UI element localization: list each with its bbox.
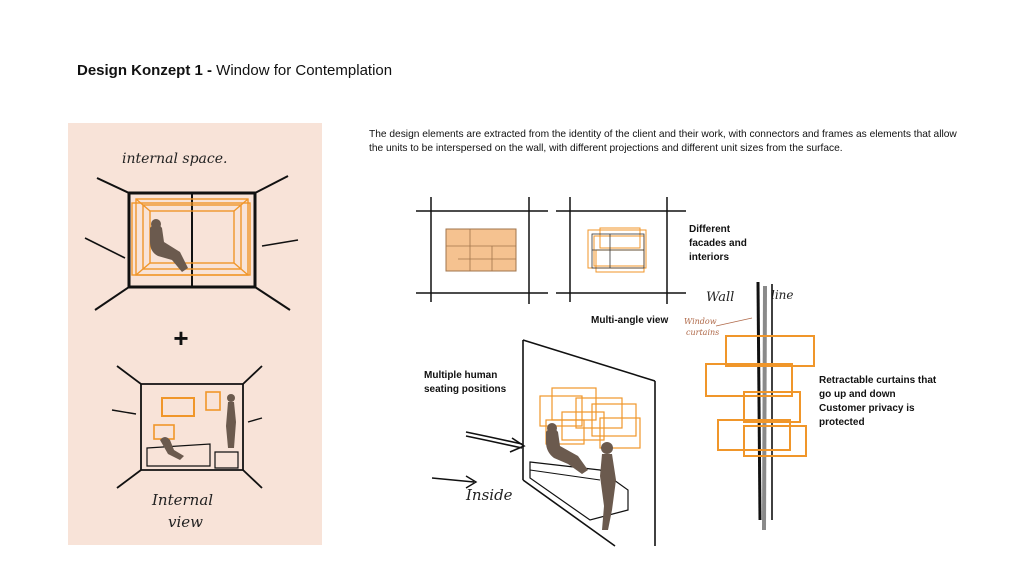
- title-rest: Window for Contemplation: [212, 62, 393, 79]
- facade-sketch-1: [416, 197, 548, 304]
- seating-label: Multiple human seating positions: [424, 370, 507, 395]
- facades-label: Different facades and interiors: [689, 224, 747, 263]
- page-title: Design Konzept 1 - Window for Contemplat…: [77, 62, 392, 79]
- internal-space-note: internal space.: [122, 151, 227, 167]
- line-note: line: [771, 288, 794, 302]
- multi-angle-label: Multi-angle view: [591, 315, 669, 326]
- seating-sketch: Inside: [431, 339, 656, 547]
- internal-space-sketch: internal space.: [84, 151, 299, 311]
- title-bold: Design Konzept 1 -: [77, 62, 213, 79]
- description-text: The design elements are extracted from t…: [369, 129, 957, 154]
- inside-note: Inside: [465, 486, 513, 504]
- facade-sketch-2: [556, 197, 686, 304]
- curtains-label: Retractable curtains that go up and down…: [819, 375, 937, 428]
- wall-note: Wall: [706, 290, 734, 305]
- plus-sign: +: [173, 323, 188, 353]
